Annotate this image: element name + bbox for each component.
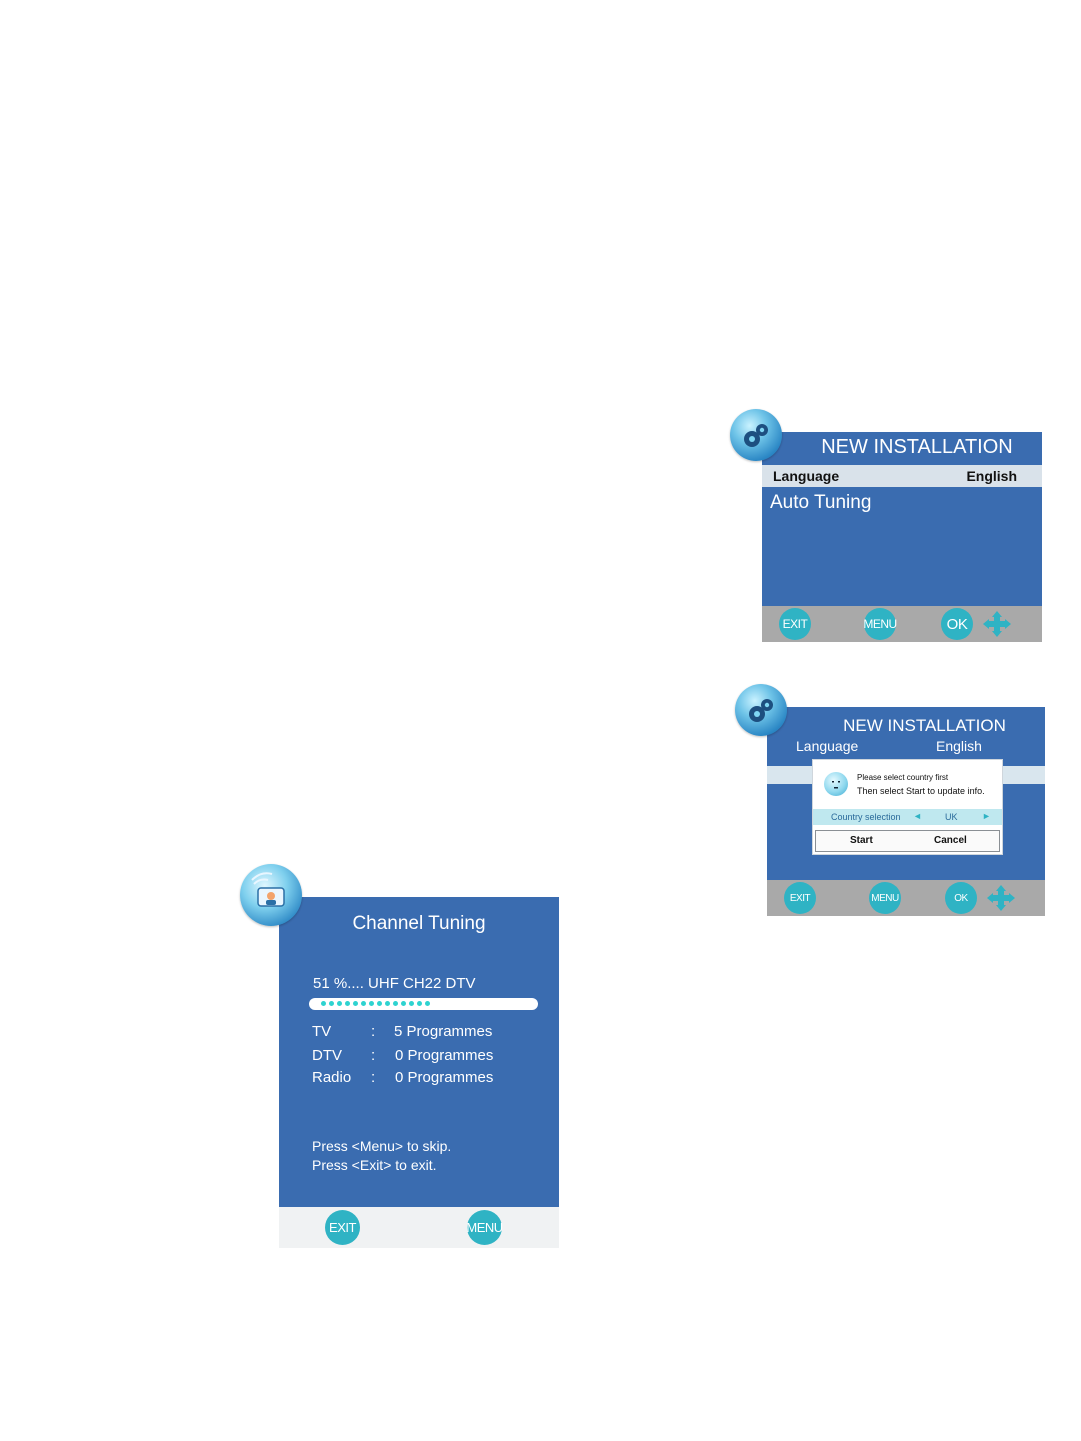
navigation-arrows-icon <box>987 885 1015 911</box>
new-installation-screen-1: NEW INSTALLATION Language English Auto T… <box>762 432 1042 642</box>
language-row[interactable]: Language English <box>762 465 1042 487</box>
progress-dot <box>425 1001 430 1006</box>
exit-button[interactable]: EXIT <box>325 1210 360 1245</box>
info-face-icon <box>824 772 848 796</box>
separator: : <box>371 1023 376 1040</box>
footer-bar: EXIT MENU <box>279 1207 559 1248</box>
cancel-button[interactable]: Cancel <box>934 835 967 846</box>
settings-gear-icon <box>735 684 787 736</box>
arrow-right-icon[interactable]: ► <box>982 811 991 821</box>
progress-status-text: 51 %.... UHF CH22 DTV <box>313 975 476 992</box>
channel-tuning-screen: Channel Tuning 51 %.... UHF CH22 DTV TV:… <box>279 897 559 1248</box>
progress-dot <box>369 1001 374 1006</box>
program-row: DTV: 0 Programmes <box>312 1047 542 1065</box>
hint-exit: Press <Exit> to exit. <box>312 1157 437 1173</box>
program-row: TV: 5 Programmes <box>312 1023 542 1041</box>
program-type-label: DTV <box>312 1047 342 1064</box>
exit-button[interactable]: EXIT <box>779 608 811 640</box>
auto-tuning-item[interactable]: Auto Tuning <box>770 492 872 513</box>
progress-dot <box>393 1001 398 1006</box>
screen-title: NEW INSTALLATION <box>843 716 1006 735</box>
screen-title: NEW INSTALLATION <box>821 436 1013 458</box>
ok-button[interactable]: OK <box>945 882 977 914</box>
country-selection-label: Country selection <box>831 812 901 822</box>
progress-dot <box>377 1001 382 1006</box>
start-button[interactable]: Start <box>850 835 873 846</box>
hint-skip: Press <Menu> to skip. <box>312 1138 452 1154</box>
language-value: English <box>966 468 1017 484</box>
progress-dot <box>329 1001 334 1006</box>
exit-button[interactable]: EXIT <box>784 882 816 914</box>
navigation-arrows-icon <box>983 611 1011 637</box>
separator: : <box>371 1047 376 1064</box>
program-type-label: TV <box>312 1023 332 1040</box>
progress-dot <box>417 1001 422 1006</box>
progress-dot <box>385 1001 390 1006</box>
footer-bar: EXIT MENU OK <box>762 606 1042 642</box>
screen-background <box>279 897 559 1207</box>
tv-antenna-icon <box>240 864 302 926</box>
settings-gear-icon <box>730 409 782 461</box>
screen-background <box>762 432 1042 606</box>
country-dialog: Please select country first Then select … <box>812 759 1003 855</box>
arrow-left-icon[interactable]: ◄ <box>913 811 922 821</box>
menu-button[interactable]: MENU <box>863 608 897 640</box>
program-count: 5 Programmes <box>394 1023 493 1040</box>
button-row: Start Cancel <box>815 830 1000 852</box>
dialog-message-line1: Please select country first <box>857 773 949 782</box>
progress-dot <box>345 1001 350 1006</box>
ok-button[interactable]: OK <box>941 608 973 640</box>
new-installation-screen-2: NEW INSTALLATION Language English Please… <box>767 707 1045 916</box>
progress-dot <box>409 1001 414 1006</box>
program-row: Radio: 0 Programmes <box>312 1069 542 1087</box>
separator: : <box>371 1069 376 1086</box>
language-label: Language <box>773 468 840 484</box>
program-count: 0 Programmes <box>395 1047 494 1064</box>
menu-button[interactable]: MENU <box>466 1210 503 1245</box>
dialog-message-line2: Then select Start to update info. <box>857 786 985 796</box>
program-count: 0 Programmes <box>395 1069 494 1086</box>
program-type-label: Radio <box>312 1069 352 1086</box>
progress-dot <box>337 1001 342 1006</box>
footer-bar: EXIT MENU OK <box>767 880 1045 916</box>
language-label: Language <box>796 738 859 754</box>
progress-dot <box>361 1001 366 1006</box>
country-value: UK <box>945 812 958 822</box>
screen-title: Channel Tuning <box>352 913 486 934</box>
progress-dot <box>321 1001 326 1006</box>
menu-button[interactable]: MENU <box>869 882 901 914</box>
progress-fill <box>321 1001 430 1006</box>
language-value: English <box>936 738 982 754</box>
progress-dot <box>353 1001 358 1006</box>
progress-dot <box>401 1001 406 1006</box>
country-selection-row[interactable]: Country selection ◄ UK ► <box>813 809 1002 825</box>
progress-bar <box>309 998 538 1010</box>
